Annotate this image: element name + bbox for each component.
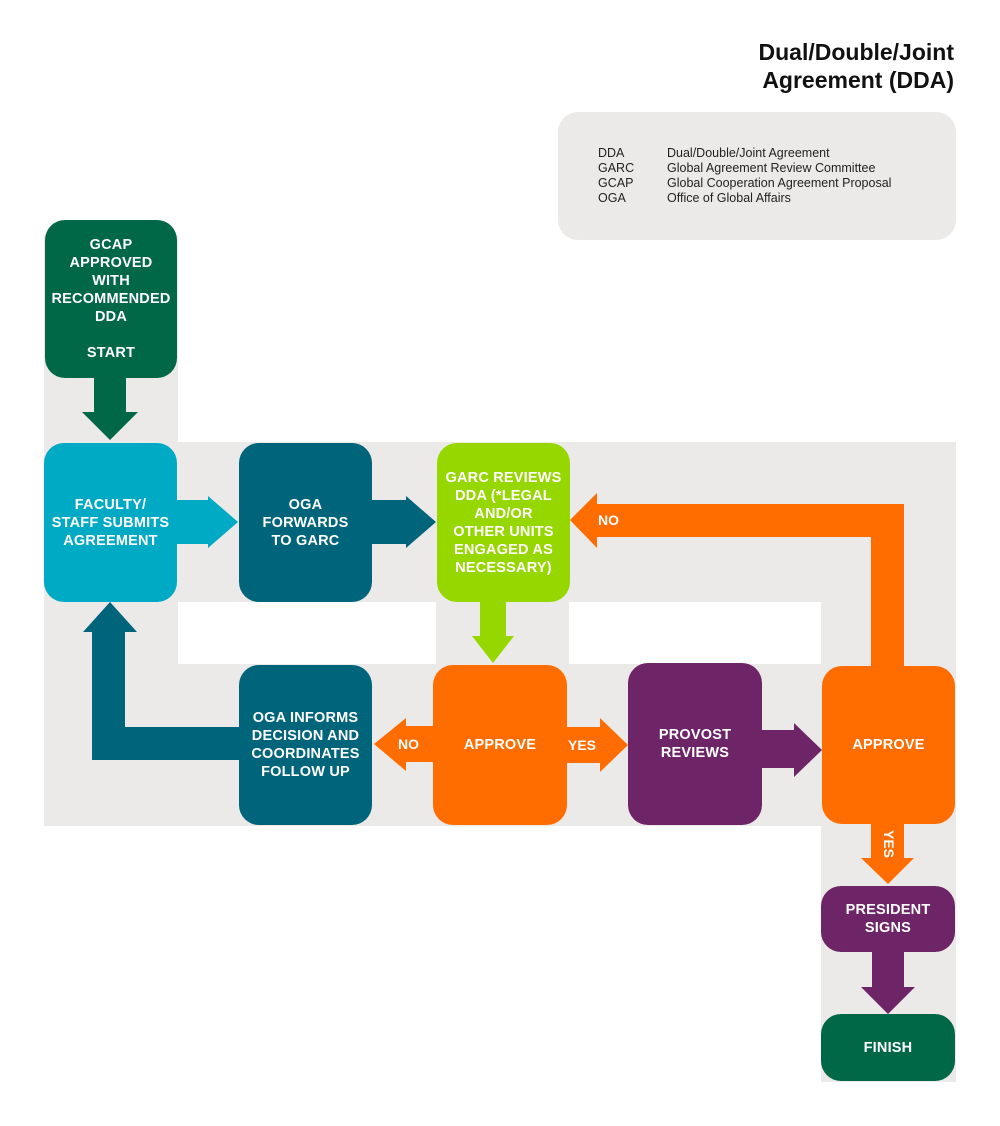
arrow-faculty-to-oga-forwards bbox=[176, 496, 238, 548]
legend-abbr: GARC bbox=[598, 161, 635, 175]
legend-meaning: Office of Global Affairs bbox=[667, 191, 791, 205]
node-approve-1: APPROVE bbox=[433, 665, 567, 825]
node-approve-2: APPROVE bbox=[822, 666, 955, 824]
legend-row: GCAP Global Cooperation Agreement Proposa… bbox=[598, 176, 891, 191]
arrow-approve-yes bbox=[565, 718, 628, 772]
label-approve1-yes: YES bbox=[568, 737, 597, 753]
node-oga-forwards: OGA FORWARDS TO GARC bbox=[239, 443, 372, 602]
arrow-provost-to-approve bbox=[760, 723, 822, 777]
node-faculty-submits: FACULTY/ STAFF SUBMITS AGREEMENT bbox=[44, 443, 177, 602]
legend-row: GARC Global Agreement Review Committee bbox=[598, 161, 875, 176]
node-start: GCAP APPROVED WITH RECOMMENDED DDA START bbox=[45, 220, 177, 378]
node-garc-reviews: GARC REVIEWS DDA (*LEGAL AND/OR OTHER UN… bbox=[437, 443, 570, 602]
arrow-oga-forwards-to-garc bbox=[370, 496, 436, 548]
panel-gap-right bbox=[569, 602, 821, 664]
arrow-oga-informs-to-faculty bbox=[83, 602, 242, 760]
node-oga-informs: OGA INFORMS DECISION AND COORDINATES FOL… bbox=[239, 665, 372, 825]
page-title: Dual/Double/Joint Agreement (DDA) bbox=[758, 39, 955, 93]
legend-abbr: GCAP bbox=[598, 176, 634, 190]
legend-abbr: DDA bbox=[598, 146, 625, 160]
label-approve2-no: NO bbox=[598, 512, 619, 528]
abbreviation-legend: DDA Dual/Double/Joint Agreement GARC Globa… bbox=[558, 112, 956, 240]
legend-abbr: OGA bbox=[598, 191, 626, 205]
arrow-approve-no bbox=[374, 718, 436, 771]
legend-row: OGA Office of Global Affairs bbox=[598, 191, 791, 206]
label-approve2-yes: YES bbox=[881, 830, 897, 859]
arrow-approve2-yes bbox=[861, 820, 914, 884]
node-finish: FINISH bbox=[821, 1014, 955, 1081]
label-approve1-no: NO bbox=[398, 736, 419, 752]
legend-row: DDA Dual/Double/Joint Agreement bbox=[598, 146, 830, 161]
legend-meaning: Global Cooperation Agreement Proposal bbox=[667, 176, 892, 190]
arrow-start-to-faculty bbox=[82, 376, 138, 440]
arrow-president-to-finish bbox=[861, 950, 915, 1014]
node-provost-reviews: PROVOST REVIEWS bbox=[628, 663, 762, 825]
node-president-signs: PRESIDENT SIGNS bbox=[821, 886, 955, 952]
legend-meaning: Global Agreement Review Committee bbox=[667, 161, 876, 175]
arrow-approve2-no bbox=[570, 493, 904, 668]
arrow-garc-to-approve bbox=[472, 600, 514, 663]
panel-gap-left bbox=[178, 602, 436, 664]
legend-meaning: Dual/Double/Joint Agreement bbox=[667, 146, 830, 160]
